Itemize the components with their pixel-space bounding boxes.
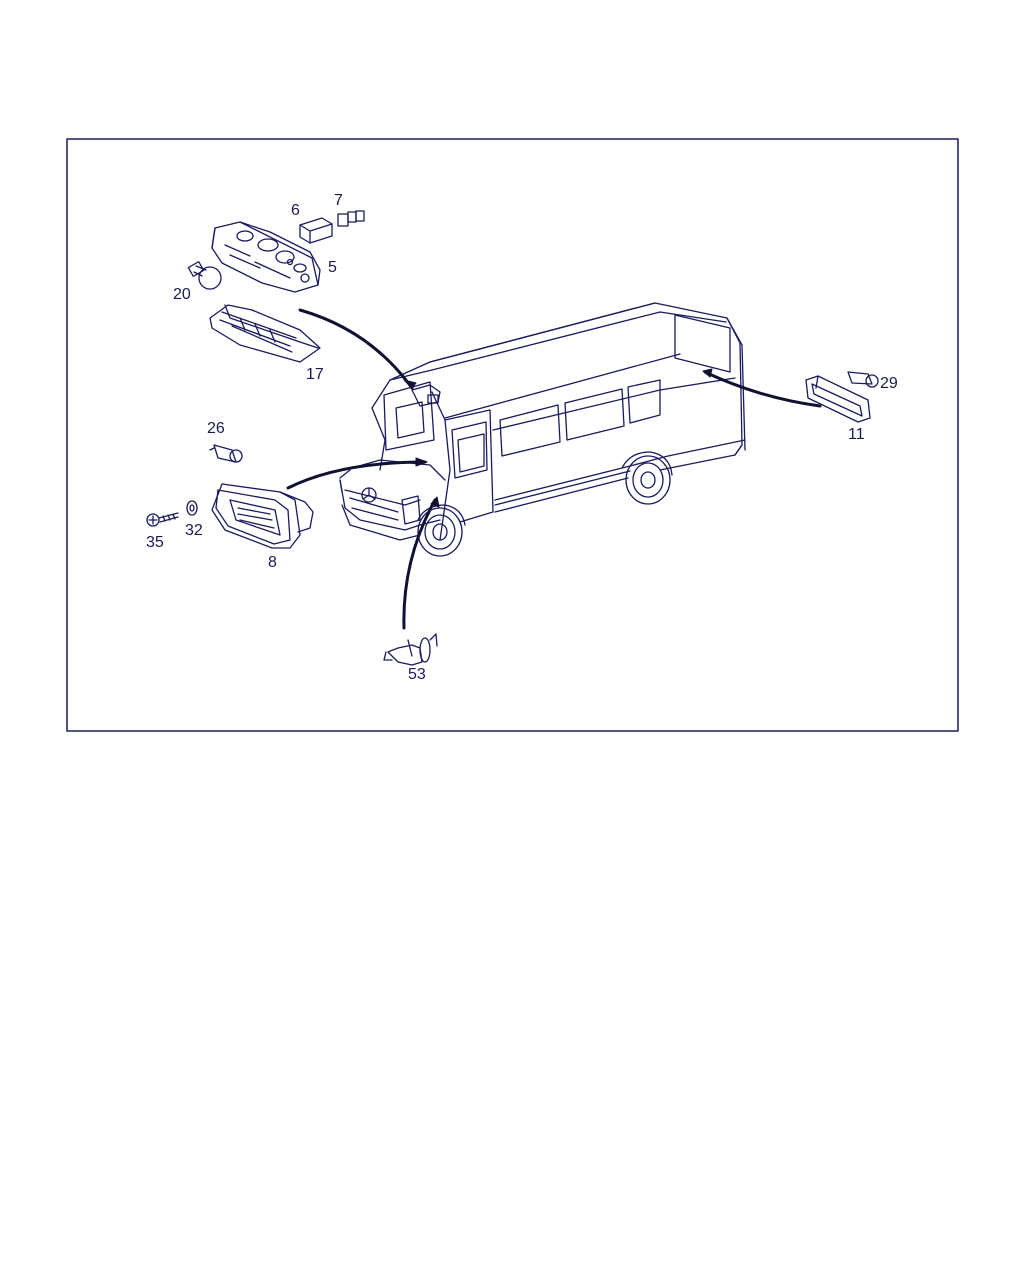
callout-26: 26 xyxy=(207,420,225,437)
callout-29: 29 xyxy=(880,375,898,392)
part-26-bulb xyxy=(209,444,243,463)
callout-11: 11 xyxy=(848,426,865,443)
callout-6: 6 xyxy=(291,202,300,219)
callout-20: 20 xyxy=(173,286,191,303)
part-29-bulb xyxy=(847,371,879,388)
van-illustration xyxy=(339,302,746,557)
callout-17: 17 xyxy=(306,366,324,383)
part-20-bulb xyxy=(187,261,222,290)
callout-32: 32 xyxy=(185,522,203,539)
leader-arrows xyxy=(286,308,822,630)
part-5-light-housing xyxy=(211,221,321,293)
callout-5: 5 xyxy=(328,259,337,276)
part-35-screw xyxy=(146,512,179,527)
part-6-connector xyxy=(299,217,333,244)
diagram-border xyxy=(66,138,959,732)
callout-7: 7 xyxy=(334,192,343,209)
callout-35: 35 xyxy=(146,534,164,551)
part-32-washer xyxy=(186,500,198,516)
part-53-sensor xyxy=(383,633,438,666)
callout-8: 8 xyxy=(268,554,277,571)
part-17-lens xyxy=(209,304,321,363)
part-11-rear-lamp xyxy=(805,375,871,423)
part-7-switch xyxy=(337,210,365,227)
part-8-side-lamp xyxy=(211,483,314,549)
callout-53: 53 xyxy=(408,666,426,683)
